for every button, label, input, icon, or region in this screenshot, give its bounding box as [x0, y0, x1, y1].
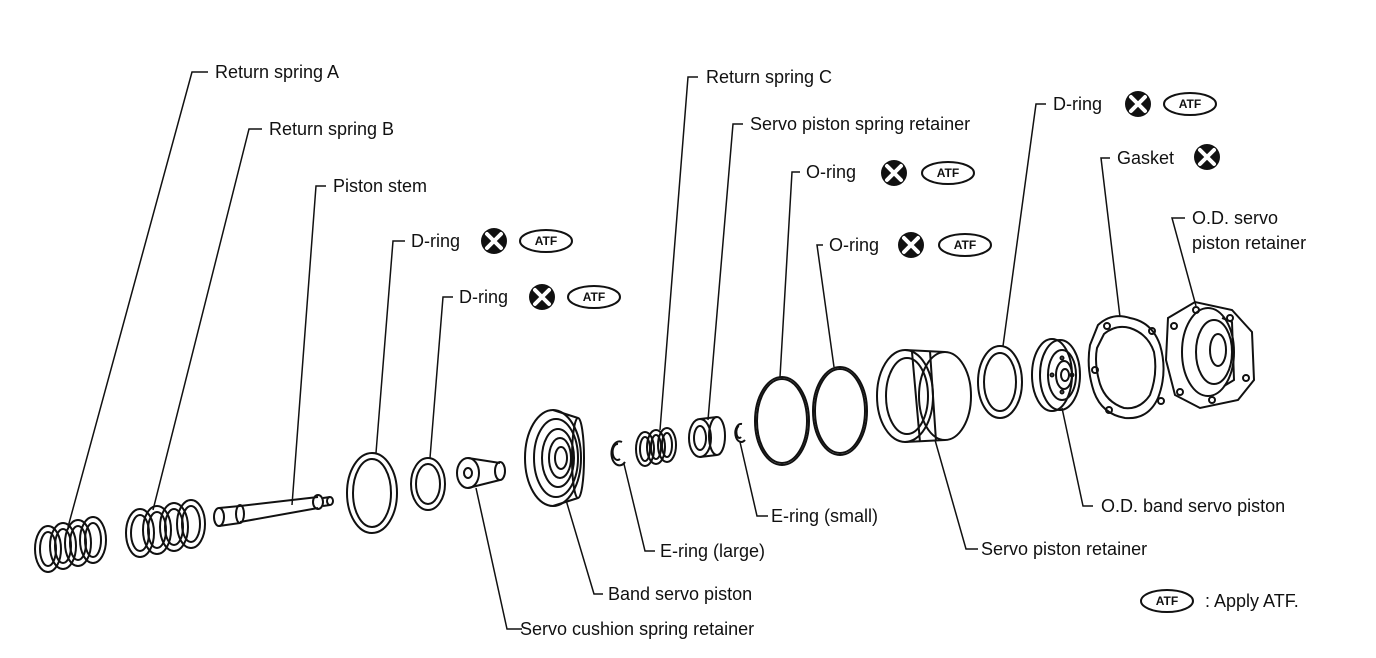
o-ring-2 — [812, 366, 868, 456]
label-od-servo-line2: piston retainer — [1192, 233, 1306, 253]
d-ring-2 — [410, 457, 446, 511]
label-servo-cushion-spring-retainer: Servo cushion spring retainer — [520, 619, 754, 639]
label-e-ring-large: E-ring (large) — [660, 541, 765, 561]
e-ring-large — [610, 440, 626, 467]
return-spring-a — [34, 516, 107, 573]
d-ring-3 — [977, 345, 1023, 419]
servo-piston-spring-retainer — [688, 416, 726, 458]
legend-badge-text: ATF — [1156, 594, 1178, 608]
d-ring-1 — [346, 452, 398, 534]
band-servo-piston — [524, 409, 585, 507]
label-e-ring-small: E-ring (small) — [771, 506, 878, 526]
label-d-ring-2: D-ring — [459, 287, 508, 307]
legend-text: : Apply ATF. — [1205, 591, 1299, 611]
x-circle-icon — [1192, 142, 1222, 172]
return-spring-b — [125, 499, 206, 558]
atf-badge-text: ATF — [583, 290, 605, 304]
atf-badge-text: ATF — [937, 166, 959, 180]
label-piston-stem: Piston stem — [333, 176, 427, 196]
legend: ATF : Apply ATF. — [1140, 589, 1299, 613]
label-od-servo-line1: O.D. servo — [1192, 208, 1278, 228]
atf-badge-text: ATF — [954, 238, 976, 252]
atf-badge-text: ATF — [1179, 97, 1201, 111]
return-spring-c — [635, 427, 677, 467]
label-o-ring-1: O-ring — [806, 162, 856, 182]
label-band-servo-piston: Band servo piston — [608, 584, 752, 604]
label-servo-piston-spring-retainer: Servo piston spring retainer — [750, 114, 970, 134]
x-circle-icon — [896, 230, 926, 260]
gasket — [1087, 315, 1165, 420]
x-circle-icon — [879, 158, 909, 188]
label-return-spring-a: Return spring A — [215, 62, 339, 82]
label-d-ring-1: D-ring — [411, 231, 460, 251]
label-d-ring-3: D-ring — [1053, 94, 1102, 114]
label-o-ring-2: O-ring — [829, 235, 879, 255]
label-return-spring-b: Return spring B — [269, 119, 394, 139]
leader-lines — [67, 71, 1197, 630]
label-return-spring-c: Return spring C — [706, 67, 832, 87]
x-circle-icon — [527, 282, 557, 312]
piston-stem — [213, 494, 334, 527]
label-od-band-servo-piston: O.D. band servo piston — [1101, 496, 1285, 516]
servo-piston-retainer — [876, 349, 972, 443]
od-band-servo-piston — [1031, 338, 1081, 412]
o-ring-1 — [754, 376, 810, 466]
atf-badge-text: ATF — [535, 234, 557, 248]
label-servo-piston-retainer: Servo piston retainer — [981, 539, 1147, 559]
label-gasket: Gasket — [1117, 148, 1174, 168]
od-servo-piston-retainer — [1164, 300, 1256, 410]
x-circle-icon — [479, 226, 509, 256]
x-circle-icon — [1123, 89, 1153, 119]
servo-cushion-spring-retainer — [456, 457, 506, 489]
e-ring-small — [734, 422, 746, 443]
